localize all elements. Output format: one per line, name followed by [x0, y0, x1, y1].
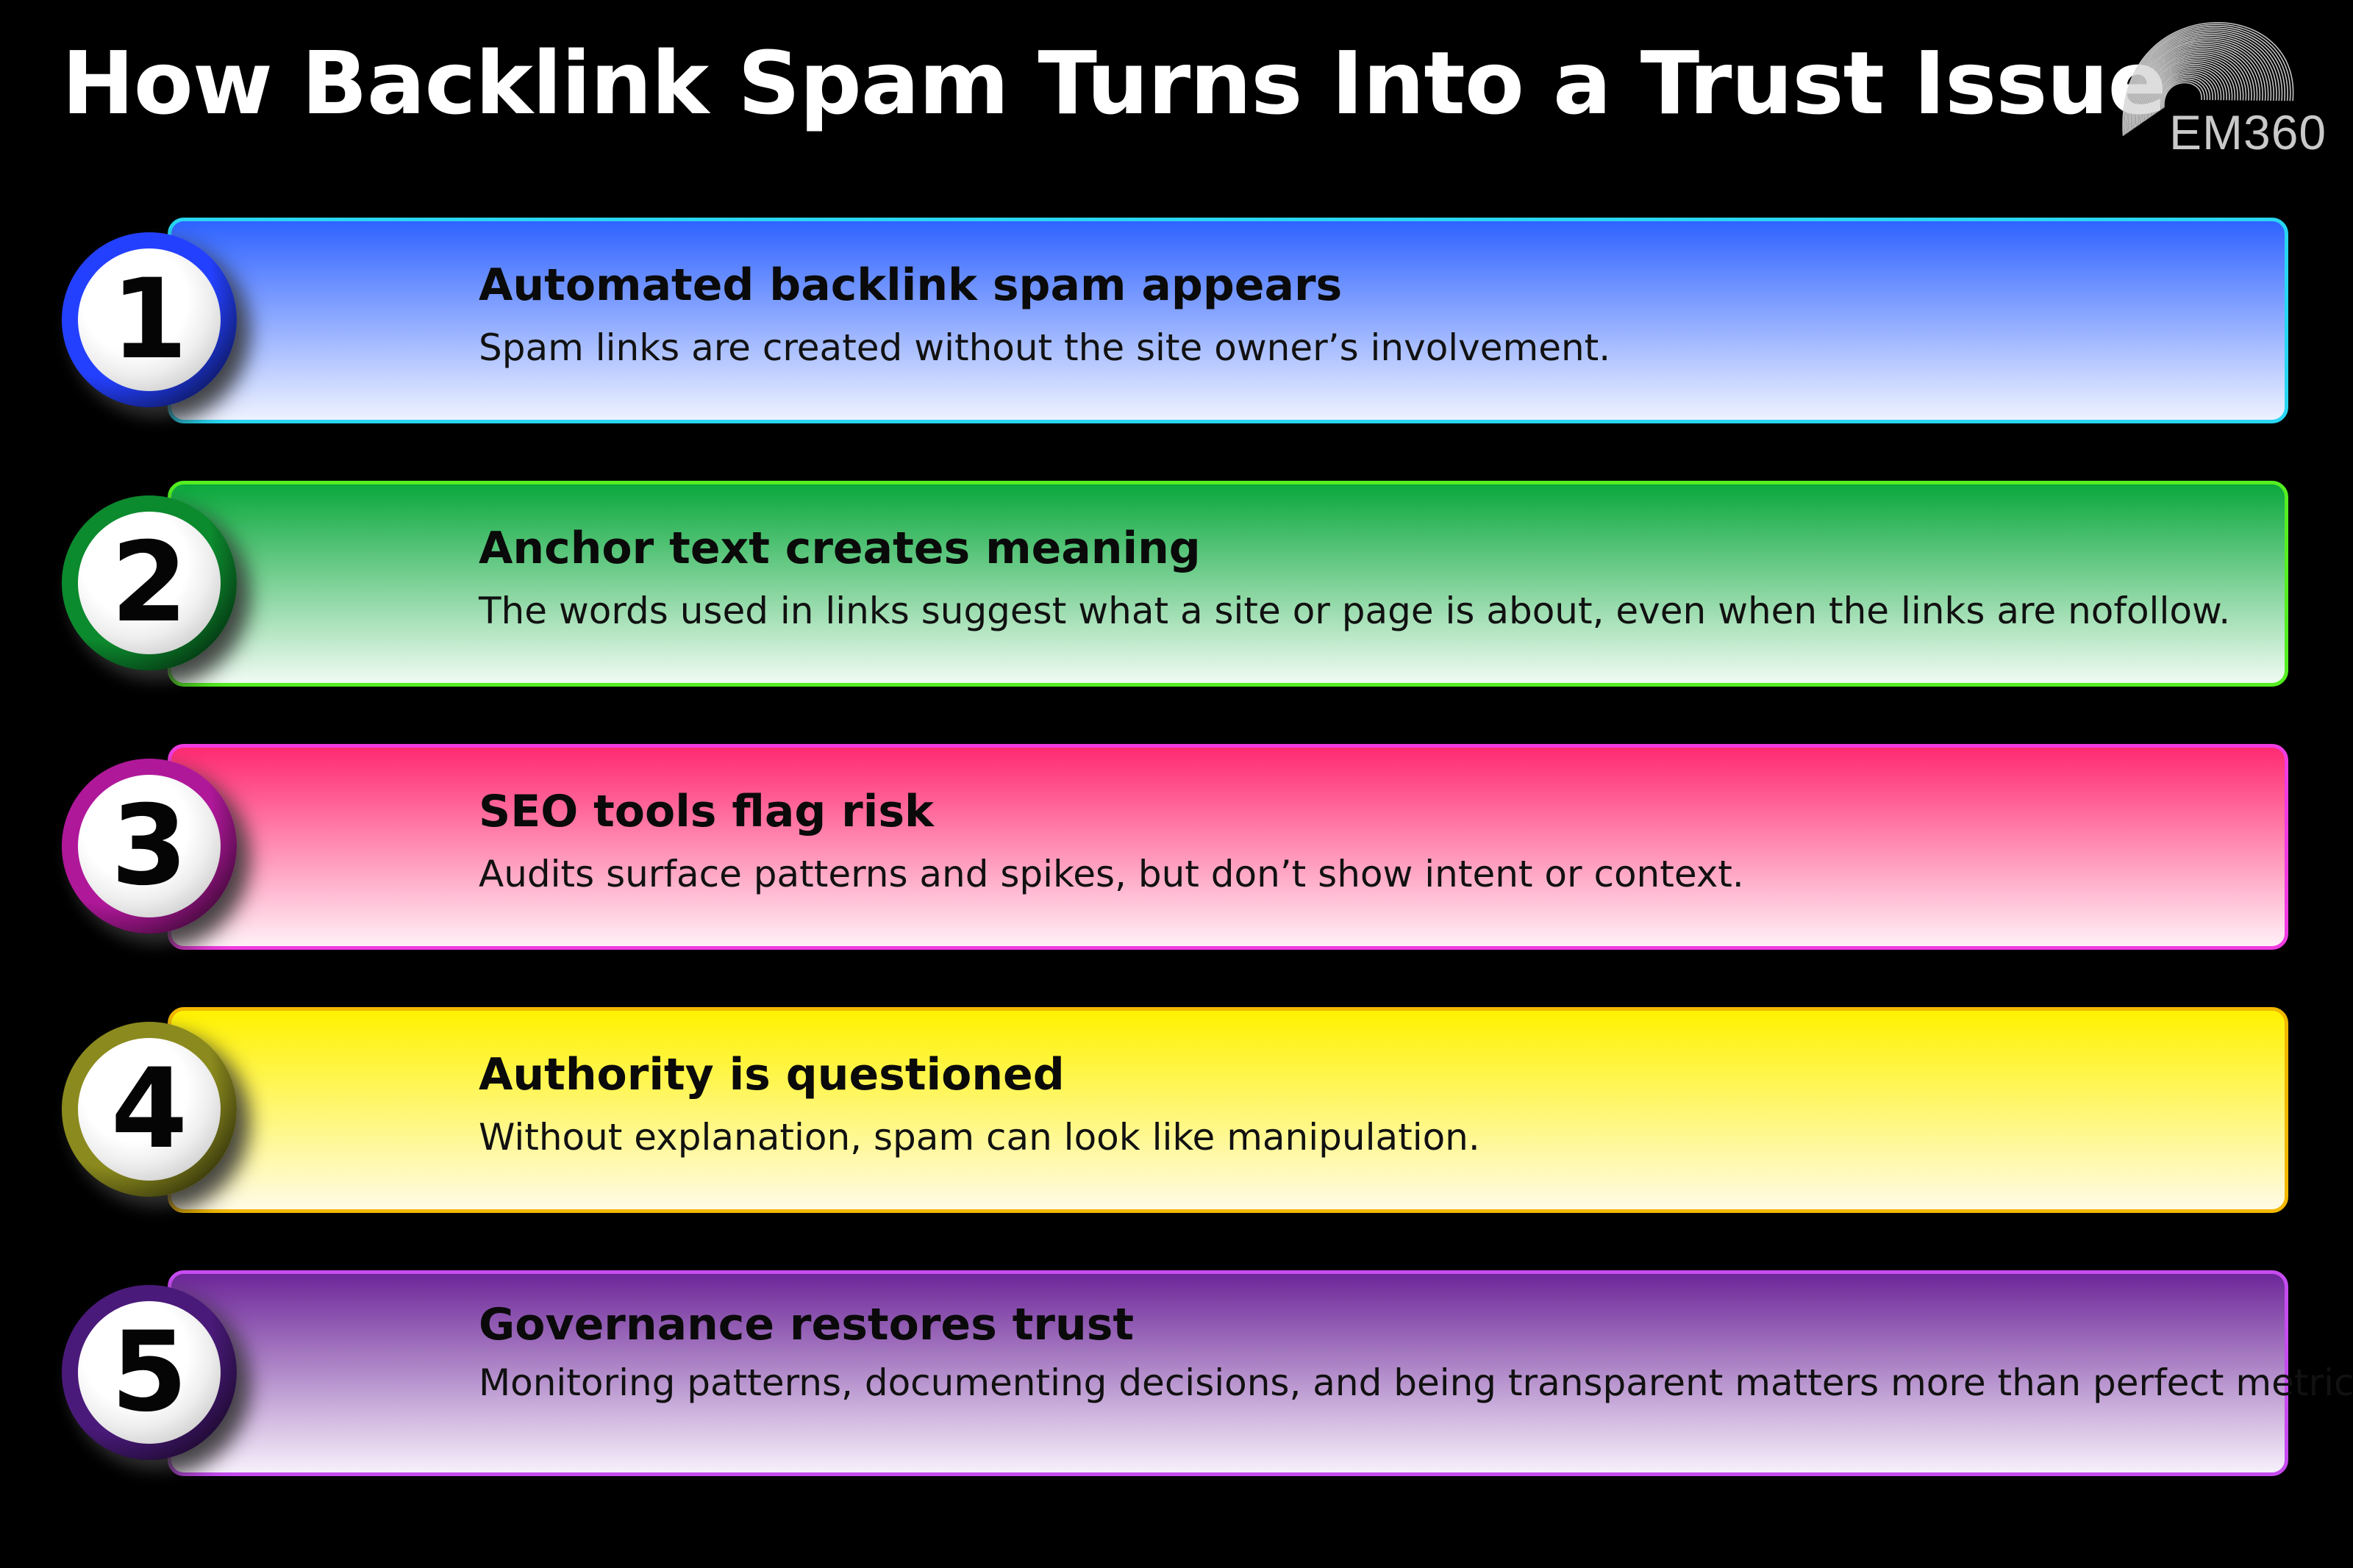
- step-number-badge: 5: [62, 1285, 237, 1460]
- step-number: 2: [110, 519, 188, 647]
- step-number-badge: 3: [62, 759, 237, 934]
- logo-swirl-line: [2162, 80, 2205, 109]
- step-heading: SEO tools flag risk: [479, 786, 934, 837]
- logo-swirl-line: [2143, 53, 2247, 122]
- step-number: 3: [110, 782, 188, 910]
- step-item-4: Authority is questioned Without explanat…: [0, 1007, 2353, 1222]
- step-item-1: Automated backlink spam appears Spam lin…: [0, 218, 2353, 432]
- step-heading: Authority is questioned: [479, 1049, 1065, 1100]
- logo-swirl-line: [2136, 42, 2263, 127]
- step-heading: Automated backlink spam appears: [479, 259, 1343, 311]
- step-description: Monitoring patterns, documenting decisio…: [479, 1361, 2353, 1404]
- badge-inner: [78, 775, 221, 917]
- step-card: Automated backlink spam appears Spam lin…: [168, 218, 2288, 423]
- logo-swirl-line: [2129, 32, 2277, 131]
- step-number-badge: 1: [62, 232, 237, 407]
- logo-text: EM360: [2169, 105, 2327, 160]
- logo-swirl-line: [2140, 47, 2255, 124]
- logo-swirl-line: [2138, 46, 2258, 125]
- step-heading: Anchor text creates meaning: [479, 523, 1201, 574]
- logo-swirl-line: [2147, 58, 2238, 119]
- step-description: Audits surface patterns and spikes, but …: [479, 853, 1744, 895]
- logo-swirl-line: [2158, 74, 2213, 112]
- logo-swirl-line: [2153, 67, 2224, 115]
- step-item-2: Anchor text creates meaning The words us…: [0, 481, 2353, 695]
- logo-swirl-line: [2149, 60, 2235, 118]
- step-item-5: Governance restores trust Monitoring pat…: [0, 1270, 2353, 1485]
- logo-swirl-line: [2133, 38, 2269, 129]
- logo-swirl-line: [2132, 36, 2272, 129]
- step-card: Governance restores trust Monitoring pat…: [168, 1270, 2353, 1476]
- step-card: SEO tools flag risk Audits surface patte…: [168, 744, 2288, 950]
- page-title: How Backlink Spam Turns Into a Trust Iss…: [62, 32, 2167, 134]
- logo-swirl-line: [2137, 43, 2260, 126]
- logo-swirl-line: [2124, 24, 2291, 135]
- step-description: The words used in links suggest what a s…: [479, 590, 2231, 632]
- step-heading: Governance restores trust: [479, 1299, 1135, 1350]
- step-card: Authority is questioned Without explanat…: [168, 1007, 2288, 1213]
- logo-swirl-line: [2124, 25, 2288, 135]
- step-card: Anchor text creates meaning The words us…: [168, 481, 2288, 687]
- logo-swirl-line: [2152, 65, 2227, 115]
- logo-swirl-line: [2149, 62, 2233, 118]
- badge-inner: [78, 1301, 221, 1444]
- logo-swirl-line: [2126, 27, 2285, 134]
- step-item-3: SEO tools flag risk Audits surface patte…: [0, 744, 2353, 959]
- logo-swirl-line: [2160, 76, 2211, 111]
- logo-swirl-line: [2156, 71, 2219, 113]
- logo-swirl-line: [2157, 73, 2216, 112]
- logo-swirl-line: [2131, 35, 2274, 130]
- badge-inner: [78, 1038, 221, 1181]
- logo-swirl-line: [2127, 29, 2283, 133]
- logo-swirl-line: [2163, 82, 2202, 108]
- step-number: 4: [110, 1045, 188, 1173]
- logo-swirl-line: [2122, 22, 2294, 136]
- step-description: Without explanation, spam can look like …: [479, 1116, 1480, 1159]
- badge-inner: [78, 248, 221, 391]
- logo-swirl-line: [2128, 31, 2280, 132]
- logo-swirl-line: [2135, 40, 2266, 128]
- logo-swirl-line: [2144, 54, 2244, 121]
- step-number: 5: [110, 1309, 188, 1436]
- logo-swirl-line: [2146, 57, 2241, 120]
- step-number: 1: [110, 256, 188, 384]
- logo-swirl-line: [2140, 49, 2252, 123]
- step-number-badge: 2: [62, 495, 237, 670]
- step-number-badge: 4: [62, 1022, 237, 1197]
- logo-swirl-line: [2142, 51, 2249, 123]
- logo-swirl-line: [2151, 63, 2230, 117]
- badge-inner: [78, 512, 221, 654]
- logo-swirl-line: [2154, 69, 2222, 114]
- step-description: Spam links are created without the site …: [479, 326, 1611, 369]
- logo-swirl-line: [2160, 78, 2208, 110]
- em360-logo-icon: [2122, 22, 2294, 136]
